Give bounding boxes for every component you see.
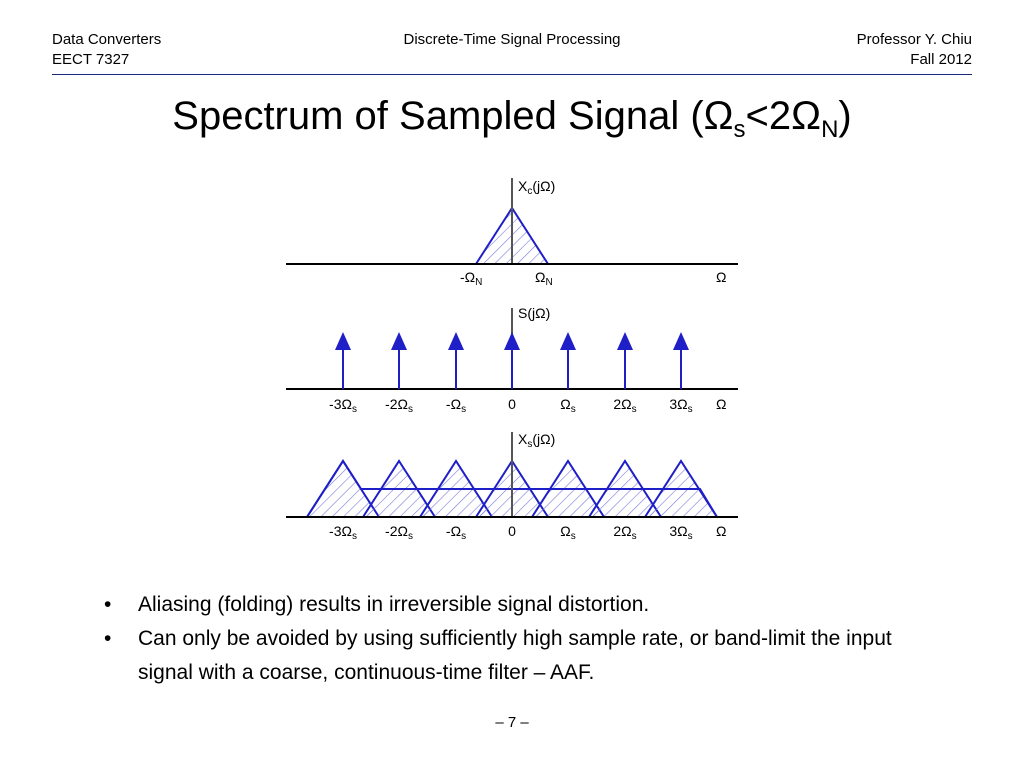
tick-label: 3Ωs	[669, 396, 692, 415]
impulse-train	[335, 332, 689, 389]
panel-sampled-spectrum: Xs(jΩ) -3Ωs -2Ωs -Ωs 0 Ωs 2Ωs 3Ωs Ω	[286, 431, 738, 542]
course-code: EECT 7327	[52, 51, 130, 68]
tick-label: 0	[508, 523, 516, 539]
tick-labels-2: -3Ωs -2Ωs -Ωs 0 Ωs 2Ωs 3Ωs	[329, 396, 693, 415]
header-left: Data Converters EECT 7327	[52, 30, 161, 70]
bullet-item: • Aliasing (folding) results in irreversi…	[104, 588, 924, 622]
tick-label: Ωs	[560, 523, 575, 542]
bullet-item: • Can only be avoided by using sufficient…	[104, 622, 924, 690]
omega-axis-label-2: Ω	[716, 396, 726, 412]
tick-label: -Ωs	[446, 523, 466, 542]
bullet-text: Can only be avoided by using sufficientl…	[138, 627, 892, 684]
tick-label: 3Ωs	[669, 523, 692, 542]
tick-label: 2Ωs	[613, 523, 636, 542]
term: Fall 2012	[910, 51, 972, 68]
tick-label: -2Ωs	[385, 396, 413, 415]
omega-axis-label-1: Ω	[716, 269, 726, 285]
tick-label: Ωs	[560, 396, 575, 415]
xs-label: Xs(jΩ)	[518, 431, 555, 450]
omega-axis-label-3: Ω	[716, 523, 726, 539]
title-mid: <2Ω	[745, 94, 822, 138]
xc-label: Xc(jΩ)	[518, 178, 555, 197]
bullet-text: Aliasing (folding) results in irreversib…	[138, 593, 650, 616]
panel-continuous-spectrum: Xc(jΩ) -ΩN ΩN Ω	[286, 178, 738, 288]
tick-labels-3: -3Ωs -2Ωs -Ωs 0 Ωs 2Ωs 3Ωs	[329, 523, 693, 542]
tick-label: 2Ωs	[613, 396, 636, 415]
tick-label: 0	[508, 396, 516, 412]
tick-label: -Ωs	[446, 396, 466, 415]
tick-label: -3Ωs	[329, 396, 357, 415]
title-end: )	[838, 94, 852, 138]
bullet-dot: •	[104, 593, 112, 616]
slide-title: Spectrum of Sampled Signal (Ωs<2ΩN)	[0, 90, 1024, 142]
title-sub-s: s	[733, 116, 746, 143]
bullet-list: • Aliasing (folding) results in irreversi…	[104, 588, 924, 690]
header-divider	[52, 74, 972, 75]
panel-sampling-function: S(jΩ) -3Ωs -2Ωs -Ωs 0 Ωs 2Ωs 3Ωs Ω	[286, 305, 738, 415]
tick-label: -2Ωs	[385, 523, 413, 542]
page-number: – 7 –	[495, 714, 529, 731]
tick-label: -3Ωs	[329, 523, 357, 542]
title-sub-n: N	[821, 116, 839, 143]
title-main: Spectrum of Sampled Signal (Ω	[172, 94, 734, 138]
s-label: S(jΩ)	[518, 305, 550, 321]
professor-name: Professor Y. Chiu	[856, 31, 972, 48]
aliased-sum-line	[306, 459, 718, 518]
neg-omega-n-label: -ΩN	[460, 269, 482, 288]
omega-n-label: ΩN	[535, 269, 553, 288]
course-name: Data Converters	[52, 31, 162, 48]
bullet-dot: •	[104, 627, 112, 650]
header-right: Professor Y. Chiu Fall 2012	[857, 30, 972, 70]
header-topic: Discrete-Time Signal Processing	[403, 31, 621, 48]
